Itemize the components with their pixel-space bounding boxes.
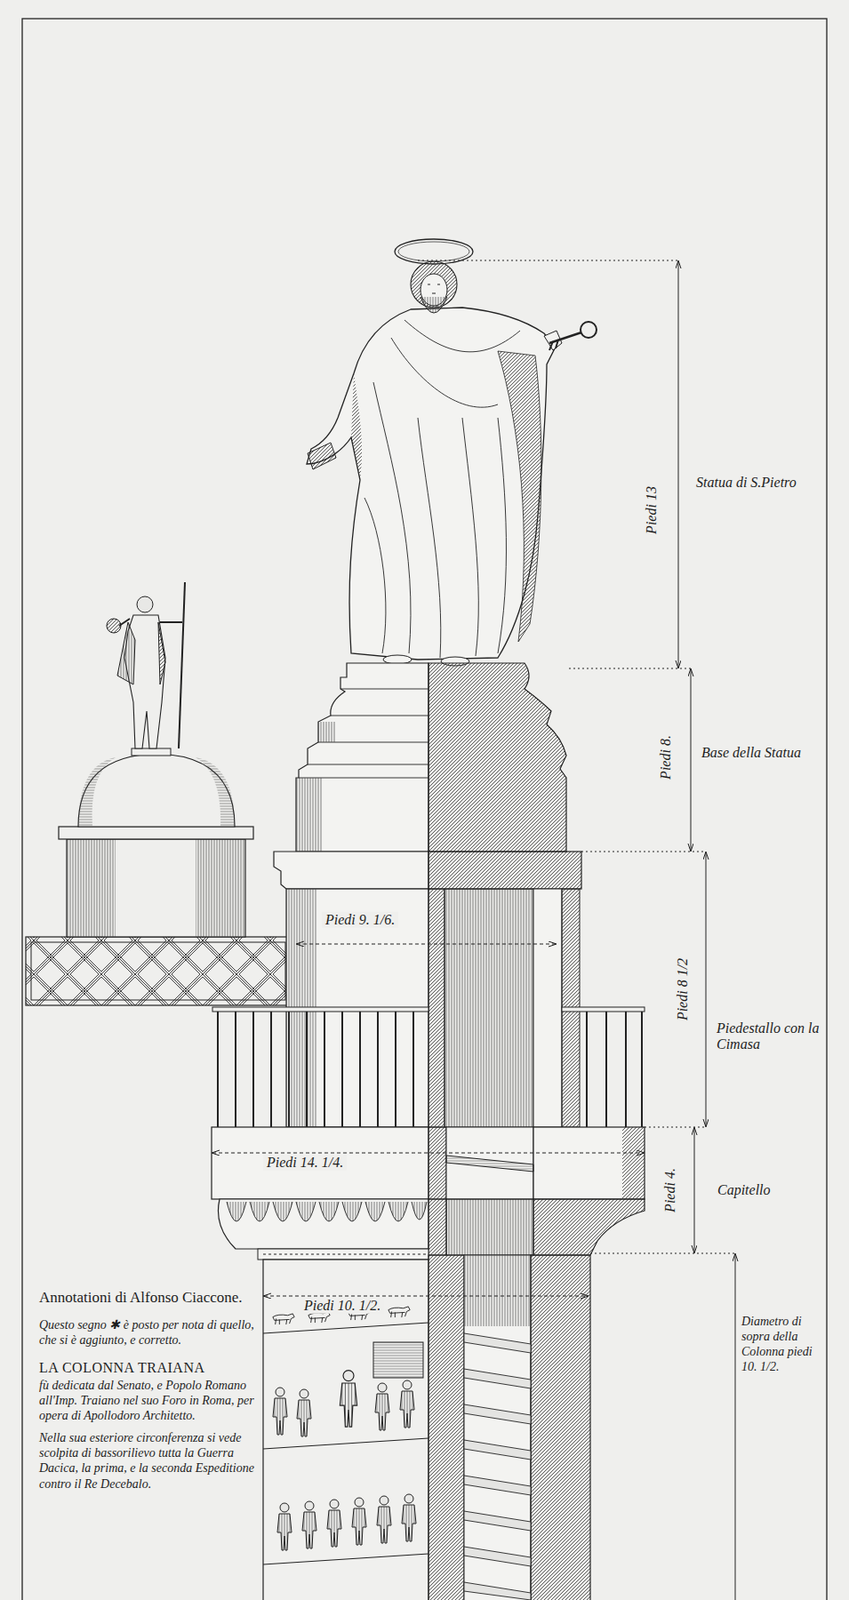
part-name: Base della Statua	[701, 744, 801, 761]
dimension-label: Piedi 9. 1/6.	[321, 912, 399, 929]
dimension-label: Piedi 13	[643, 486, 660, 535]
dimension-label: Piedi 4.	[662, 1168, 679, 1213]
part-name: Statua di S.Pietro	[696, 474, 797, 491]
note-text: fù dedicata dal Senato, e Popolo Romano …	[39, 1377, 255, 1424]
dimension-label: Piedi 14. 1/4.	[263, 1154, 347, 1171]
inscription-heading: LA COLONNA TRAIANA	[39, 1360, 255, 1377]
part-name: Piedestallo con la Cimasa	[716, 1020, 822, 1054]
dimension-label: Piedi 8 1/2	[674, 958, 691, 1021]
note-text: Nella sua esteriore circonferenza si ved…	[39, 1430, 255, 1491]
notes-heading: Annotationi di Alfonso Ciaccone.	[39, 1289, 255, 1307]
annotation-column: Annotationi di Alfonso Ciaccone. Questo s…	[39, 1289, 255, 1492]
dimension-label: Piedi 10. 1/2.	[300, 1297, 385, 1314]
note-text: Questo segno ✱ è posto per nota di quell…	[39, 1317, 255, 1348]
dimension-note: Diametro di sopra della Colonna piedi 10…	[741, 1313, 824, 1375]
dimension-label: Piedi 8.	[657, 735, 674, 780]
part-name: Capitello	[717, 1182, 771, 1199]
